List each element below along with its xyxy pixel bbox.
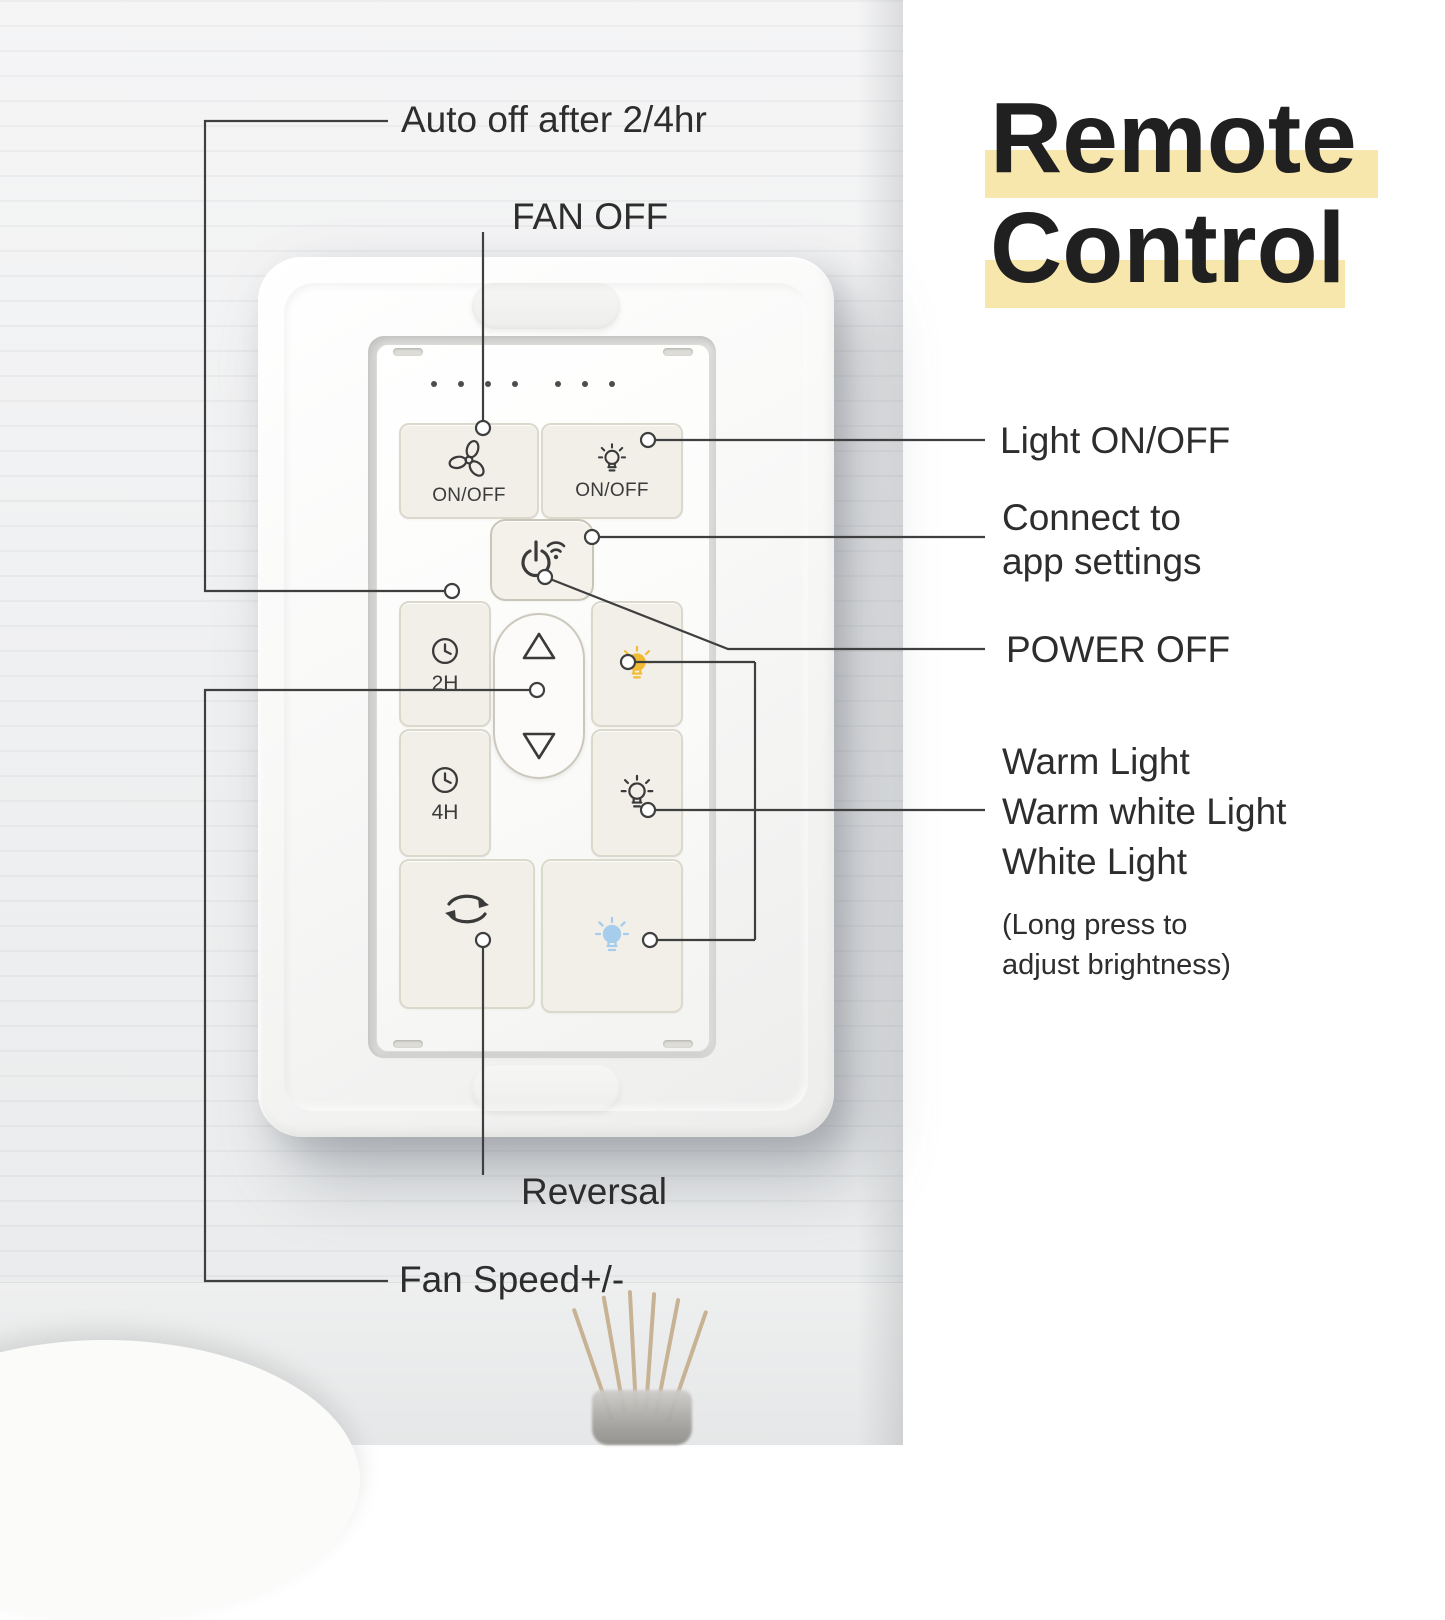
diffuser-vase bbox=[592, 1390, 692, 1445]
led-indicators bbox=[431, 381, 636, 387]
callout-label-light-on-off: Light ON/OFF bbox=[1000, 420, 1231, 461]
led-dot bbox=[458, 381, 464, 387]
callout-label-long-press: (Long press to adjust brightness) bbox=[1002, 905, 1231, 985]
plate-recess: ON/OFF ON/OFF bbox=[368, 336, 716, 1058]
light-on-off-label: ON/OFF bbox=[575, 479, 649, 501]
led-dot bbox=[512, 381, 518, 387]
fan-speed-up-button[interactable] bbox=[519, 629, 559, 668]
fan-on-off-label: ON/OFF bbox=[432, 484, 506, 506]
fan-on-off-button[interactable]: ON/OFF bbox=[399, 423, 539, 519]
timer-2h-label: 2H bbox=[431, 672, 459, 695]
callout-label-fan-speed: Fan Speed+/- bbox=[399, 1259, 625, 1300]
timer-2h-button[interactable]: 2H bbox=[399, 601, 491, 727]
fan-speed-control bbox=[493, 613, 585, 779]
timer-4h-icon bbox=[431, 766, 459, 794]
led-dot bbox=[485, 381, 491, 387]
mount-tab bbox=[663, 348, 693, 356]
callout-label-reversal: Reversal bbox=[521, 1171, 667, 1212]
callout-label-connect: Connect to app settings bbox=[1002, 496, 1202, 584]
mount-tab bbox=[393, 348, 423, 356]
fan-icon bbox=[448, 439, 485, 477]
long-press-line1: (Long press to bbox=[1002, 909, 1188, 941]
remote-control: ON/OFF ON/OFF bbox=[376, 344, 710, 1052]
callout-label-power-off: POWER OFF bbox=[1006, 629, 1231, 670]
timer-4h-label: 4H bbox=[431, 801, 459, 824]
page-title-line2: Control bbox=[990, 192, 1346, 304]
white-light-button[interactable] bbox=[541, 859, 683, 1013]
warm-white-light-icon bbox=[620, 774, 654, 808]
timer-4h-button[interactable]: 4H bbox=[399, 729, 491, 857]
light-on-off-button[interactable]: ON/OFF bbox=[541, 423, 683, 519]
mount-tab bbox=[393, 1040, 423, 1048]
timer-2h-icon bbox=[431, 637, 459, 665]
long-press-line2: adjust brightness) bbox=[1002, 949, 1231, 981]
reversal-icon bbox=[445, 894, 489, 924]
wall-corner-shadow bbox=[857, 0, 903, 1445]
right-panel bbox=[903, 0, 1445, 1445]
white-light-icon bbox=[594, 916, 630, 952]
led-dot bbox=[431, 381, 437, 387]
power-wifi-icon bbox=[521, 540, 566, 578]
reed-diffuser bbox=[571, 1290, 708, 1445]
title-highlight-bar bbox=[985, 260, 1345, 308]
connect-label-line1: Connect to bbox=[1002, 497, 1181, 538]
warm-light-icon bbox=[620, 645, 654, 679]
title-highlight-bar bbox=[985, 150, 1378, 198]
reversal-button[interactable] bbox=[399, 859, 535, 1009]
warm-white-light-button[interactable] bbox=[591, 729, 683, 857]
connect-label-line2: app settings bbox=[1002, 541, 1202, 582]
led-dot bbox=[582, 381, 588, 387]
callout-label-light-modes: Warm Light Warm white Light White Light bbox=[1002, 737, 1286, 887]
light-mode-warm: Warm Light bbox=[1002, 741, 1190, 782]
mount-tab bbox=[663, 1040, 693, 1048]
triangle-down-icon bbox=[522, 732, 556, 760]
wall-plate: ON/OFF ON/OFF bbox=[258, 257, 834, 1137]
callout-label-fan-off: FAN OFF bbox=[512, 196, 669, 237]
light-bulb-icon bbox=[597, 442, 627, 471]
power-connect-button[interactable] bbox=[490, 519, 594, 601]
triangle-up-icon bbox=[522, 632, 556, 660]
page-title-line1: Remote bbox=[990, 82, 1357, 194]
plate-top-bump bbox=[472, 283, 620, 329]
callout-label-auto-off: Auto off after 2/4hr bbox=[401, 99, 707, 140]
light-mode-white: White Light bbox=[1002, 841, 1188, 882]
light-mode-warm-white: Warm white Light bbox=[1002, 791, 1287, 832]
warm-light-button[interactable] bbox=[591, 601, 683, 727]
led-dot bbox=[609, 381, 615, 387]
fan-speed-down-button[interactable] bbox=[519, 724, 559, 763]
led-dot bbox=[555, 381, 561, 387]
